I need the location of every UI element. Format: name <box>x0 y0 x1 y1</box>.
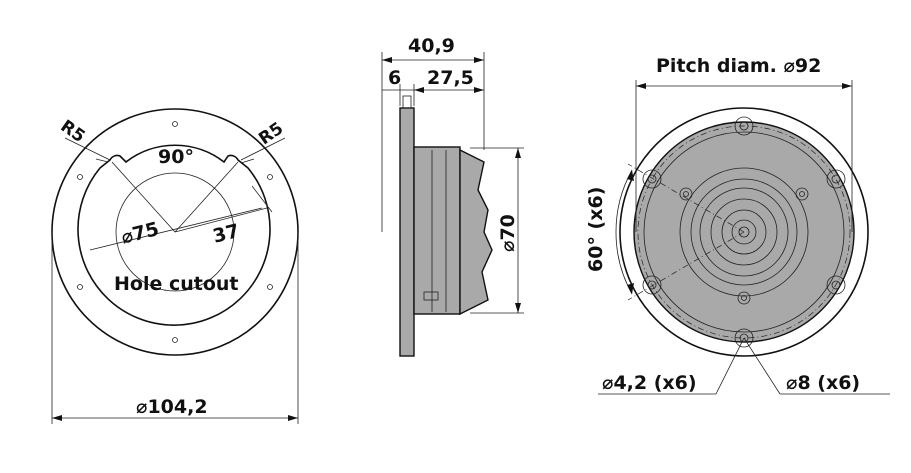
front-outer-diameter-label: ⌀104,2 <box>136 396 208 418</box>
front-inner-circle <box>115 172 235 292</box>
front-radius-label: 37 <box>211 220 242 248</box>
front-hole-cutout-label: Hole cutout <box>114 273 239 295</box>
side-flange <box>399 107 415 357</box>
side-body-depth-label: 27,5 <box>427 67 474 89</box>
rear-view: Pitch diam. ⌀92 60° (x6) ⌀4,2 (x6) ⌀8 (x… <box>585 55 890 395</box>
side-view: 40,9 6 27,5 ⌀70 <box>381 35 524 357</box>
rear-pitch-circle <box>637 125 851 339</box>
rear-boss-diameter-label: ⌀8 (x6) <box>786 372 860 394</box>
front-hole-cutout <box>77 144 271 326</box>
front-radius-right-label: R5 <box>255 118 287 149</box>
front-cutout-diameter-label: ⌀75 <box>119 218 161 249</box>
side-magnet <box>459 148 493 316</box>
side-flange-thickness-label: 6 <box>388 67 401 89</box>
side-body <box>413 146 461 315</box>
front-angle-label: 90° <box>158 146 194 168</box>
rear-bosses <box>642 116 846 348</box>
rear-inner-holes <box>679 187 809 305</box>
rear-flange-outline <box>619 107 869 357</box>
rear-pitch-diameter-label: Pitch diam. ⌀92 <box>656 55 821 77</box>
rear-angle-label: 60° (x6) <box>585 187 607 272</box>
side-terminal <box>423 291 439 301</box>
front-radius-left-label: R5 <box>57 116 89 147</box>
rear-hole-diameter-label: ⌀4,2 (x6) <box>602 372 697 394</box>
front-view: 90° R5 R5 ⌀75 37 Hole cutout ⌀104,2 <box>51 108 299 424</box>
side-body-diameter-label: ⌀70 <box>497 214 519 252</box>
side-total-depth-label: 40,9 <box>408 35 455 57</box>
front-mounting-holes <box>77 121 273 343</box>
